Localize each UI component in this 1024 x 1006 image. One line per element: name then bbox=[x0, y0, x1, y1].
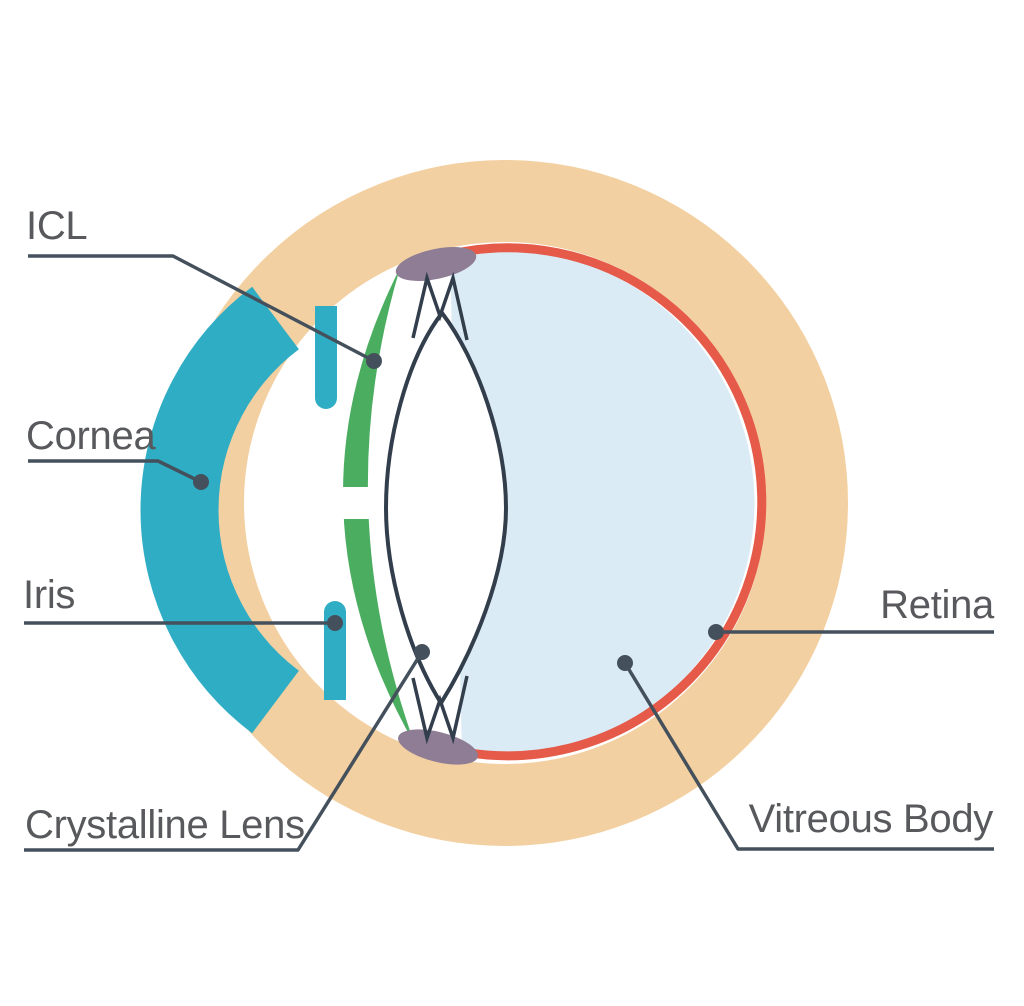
leader-line-cornea bbox=[28, 459, 202, 484]
label-iris: Iris bbox=[23, 573, 76, 617]
retina-arc bbox=[451, 243, 767, 761]
label-retina: Retina bbox=[880, 583, 994, 627]
icl-lens-shape bbox=[343, 268, 415, 745]
ciliary-body-top bbox=[395, 247, 477, 281]
label-vitreous-body: Vitreous Body bbox=[748, 797, 994, 841]
vitreous-body-fill bbox=[450, 248, 755, 757]
zonules-top bbox=[411, 271, 469, 341]
leader-line-icl bbox=[28, 254, 375, 363]
zonules-bottom bbox=[411, 675, 469, 745]
leader-line-crystalline-lens bbox=[24, 651, 424, 852]
label-icl: ICL bbox=[26, 204, 88, 248]
leader-dot-cornea bbox=[193, 474, 209, 490]
leader-dot-iris bbox=[327, 615, 343, 631]
iris-upper-bar bbox=[315, 306, 337, 409]
icl-center-gap bbox=[332, 487, 378, 519]
leader-dot-crystalline-lens bbox=[414, 644, 430, 660]
label-cornea: Cornea bbox=[26, 414, 156, 458]
label-crystalline-lens: Crystalline Lens bbox=[25, 803, 305, 847]
leader-lines bbox=[24, 254, 994, 852]
leader-dot-vitreous-body bbox=[617, 655, 633, 671]
cornea-arc bbox=[140, 286, 300, 734]
ciliary-body-bottom bbox=[398, 729, 478, 765]
leader-dot-retina bbox=[708, 624, 724, 640]
leader-dots bbox=[193, 353, 724, 671]
leader-dot-icl bbox=[366, 353, 382, 369]
leader-line-vitreous-body bbox=[623, 662, 994, 851]
